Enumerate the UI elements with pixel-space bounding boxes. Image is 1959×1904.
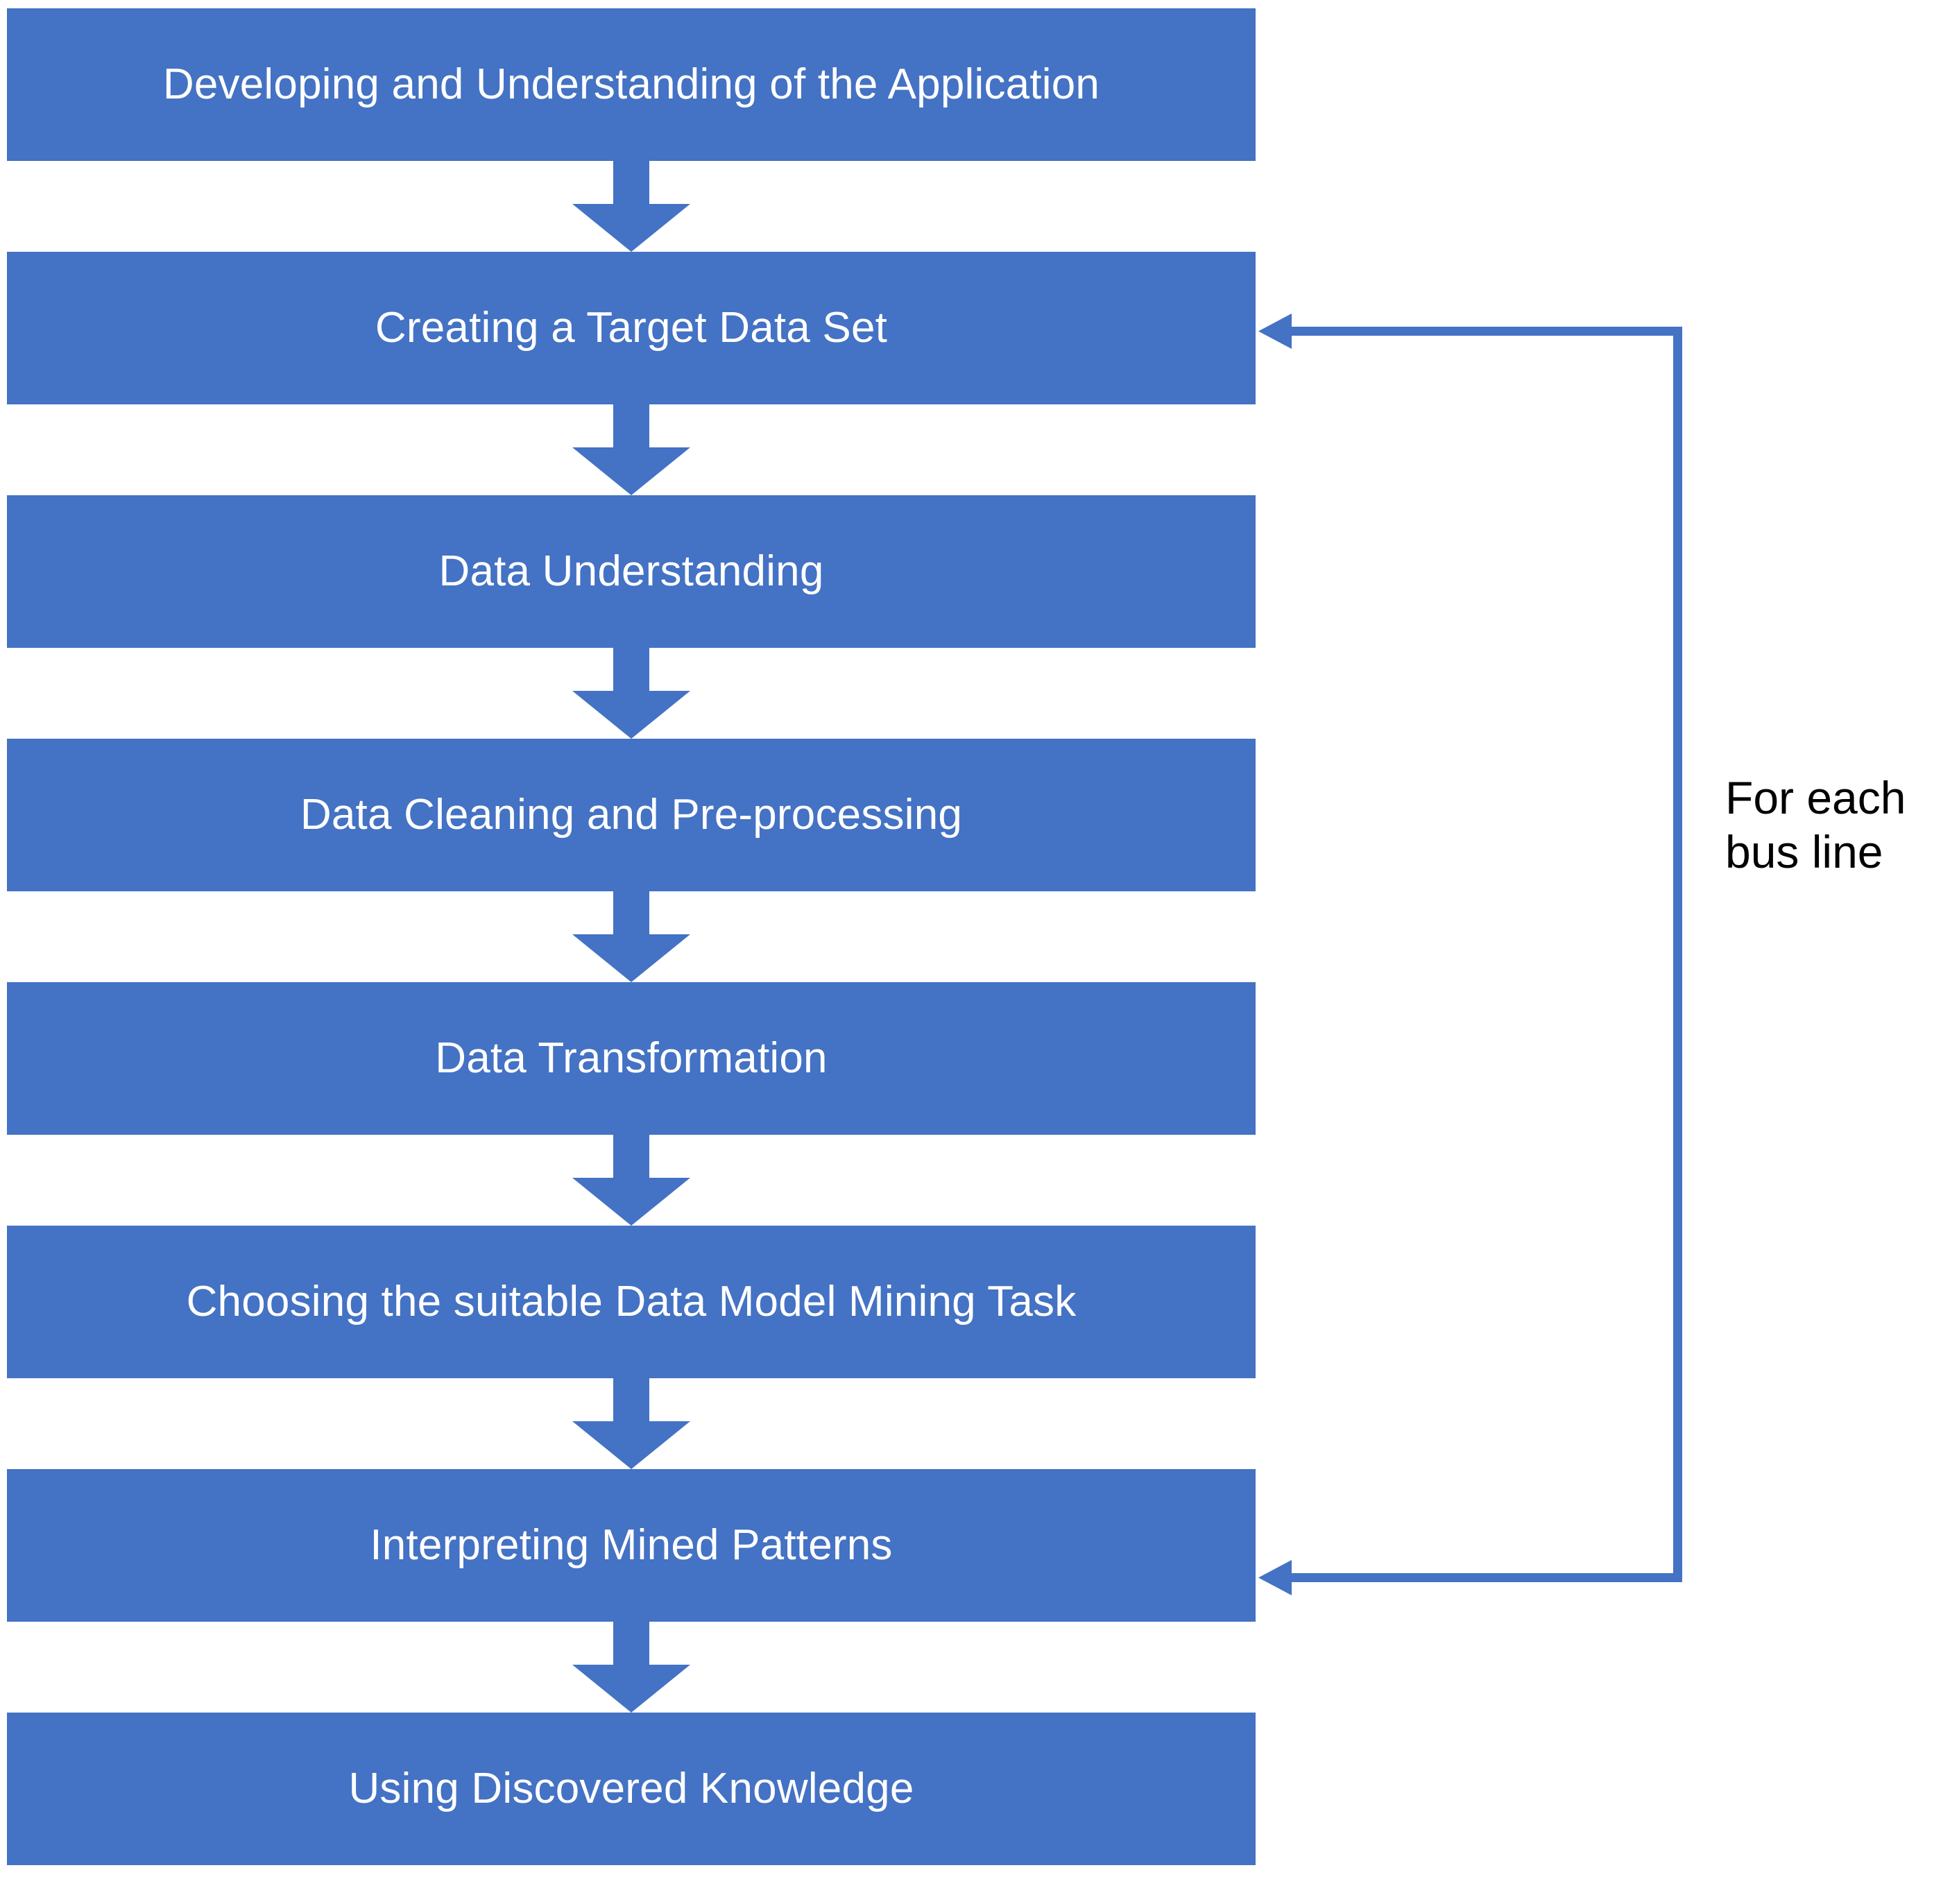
down-arrow-icon: [572, 404, 690, 495]
flow-step-label: Using Discovered Knowledge: [348, 1764, 914, 1812]
down-arrow-icon: [572, 161, 690, 252]
flow-step-label: Data Understanding: [438, 547, 824, 595]
flow-step-creating-a-target-data-set[interactable]: Creating a Target Data Set: [7, 252, 1256, 404]
down-arrow-icon: [572, 648, 690, 739]
feedback-loop-label-line-2: bus line: [1725, 825, 1883, 877]
flow-step-label: Data Cleaning and Pre-processing: [300, 790, 963, 839]
flow-step-label: Creating a Target Data Set: [375, 303, 888, 352]
flow-step-data-understanding[interactable]: Data Understanding: [7, 495, 1256, 648]
down-arrow-icon: [572, 1378, 690, 1469]
flow-step-choosing-the-suitable-data-model-mining-task[interactable]: Choosing the suitable Data Model Mining …: [7, 1226, 1256, 1378]
flow-step-interpreting-mined-patterns[interactable]: Interpreting Mined Patterns: [7, 1469, 1256, 1622]
flow-step-label: Choosing the suitable Data Model Mining …: [186, 1277, 1077, 1326]
flow-step-using-discovered-knowledge[interactable]: Using Discovered Knowledge: [7, 1713, 1256, 1865]
down-arrow-icon: [572, 1622, 690, 1713]
down-arrow-icon: [572, 891, 690, 982]
feedback-loop-connector: [1249, 305, 1706, 1609]
flow-step-label: Interpreting Mined Patterns: [370, 1520, 893, 1569]
flow-step-developing-and-understanding-of-the-application[interactable]: Developing and Understanding of the Appl…: [7, 8, 1256, 161]
down-arrow-icon: [572, 1135, 690, 1226]
flow-step-label: Developing and Understanding of the Appl…: [162, 60, 1100, 108]
feedback-loop-label-line-1: For each: [1725, 772, 1906, 823]
flow-step-data-transformation[interactable]: Data Transformation: [7, 982, 1256, 1135]
flow-step-label: Data Transformation: [435, 1034, 828, 1082]
flow-step-data-cleaning-and-pre-processing[interactable]: Data Cleaning and Pre-processing: [7, 739, 1256, 891]
